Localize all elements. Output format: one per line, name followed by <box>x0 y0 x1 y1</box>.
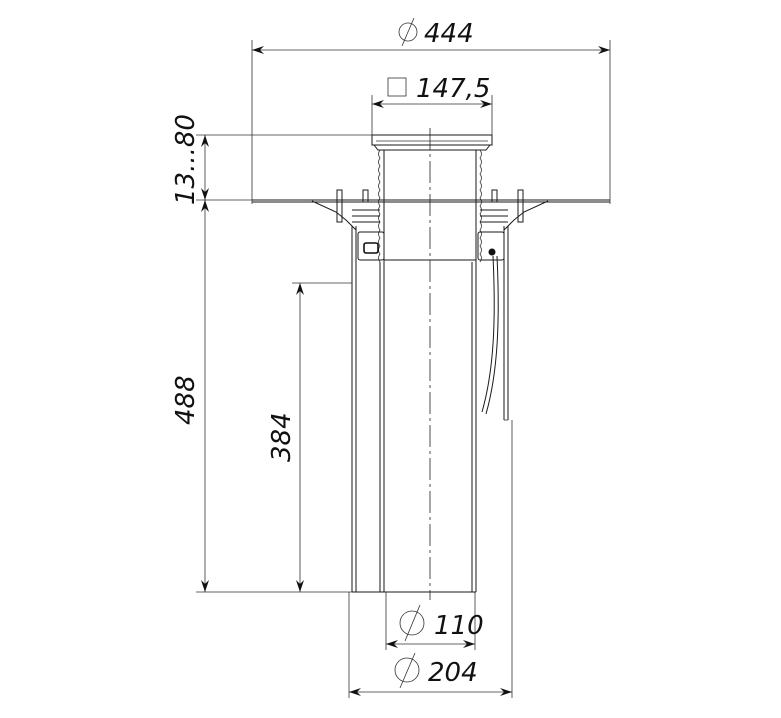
dimension-flange-diameter: 444 <box>251 17 611 200</box>
dimension-body-diameter: 204 <box>348 420 513 698</box>
drain-body <box>351 226 509 592</box>
flange <box>251 189 611 261</box>
extension-pipe <box>352 262 477 593</box>
svg-text:204: 204 <box>428 658 478 688</box>
svg-text:384: 384 <box>267 412 297 462</box>
dimension-pipe-diameter: 110 <box>385 592 484 650</box>
svg-text:147,5: 147,5 <box>416 74 490 104</box>
svg-text:110: 110 <box>434 611 484 641</box>
dimension-height-adjust: 13...80 <box>171 114 372 205</box>
dimension-grate-square: 147,5 <box>371 74 493 135</box>
svg-text:488: 488 <box>171 375 201 425</box>
heating-cable <box>481 255 499 415</box>
grate <box>371 134 493 151</box>
dimension-pipe-length: 384 <box>267 282 352 592</box>
svg-text:444: 444 <box>424 19 474 49</box>
dimension-total-height: 488 <box>171 200 352 593</box>
svg-text:13...80: 13...80 <box>171 114 201 205</box>
